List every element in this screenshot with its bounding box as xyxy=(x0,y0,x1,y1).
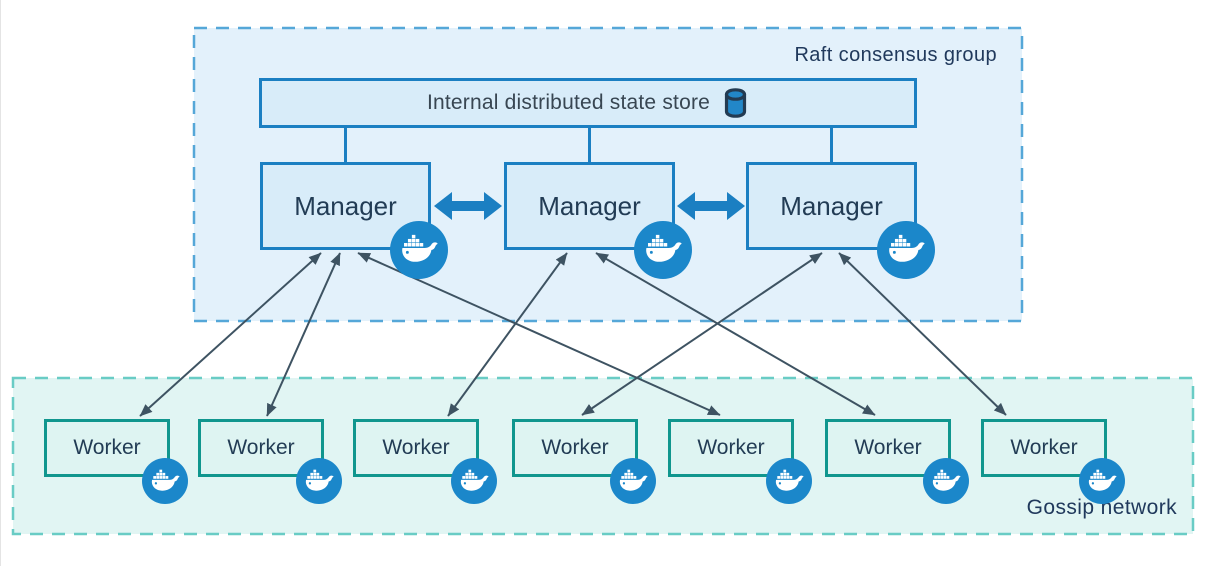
worker-7-label: Worker xyxy=(1010,436,1078,459)
worker-4-label: Worker xyxy=(541,436,609,459)
worker-5-label: Worker xyxy=(697,436,765,459)
docker-whale-glyph xyxy=(304,469,334,494)
docker-whale-icon xyxy=(451,458,497,504)
docker-whale-icon xyxy=(877,221,935,279)
manager-1-label: Manager xyxy=(294,190,397,221)
worker-6-label: Worker xyxy=(854,436,922,459)
docker-whale-icon xyxy=(142,458,188,504)
worker-1-label: Worker xyxy=(73,436,141,459)
docker-whale-icon xyxy=(634,221,692,279)
database-cylinder-icon xyxy=(722,87,749,119)
docker-whale-glyph xyxy=(644,234,682,266)
docker-whale-glyph xyxy=(774,469,804,494)
manager-2-label: Manager xyxy=(538,190,641,221)
worker-2-label: Worker xyxy=(227,436,295,459)
docker-whale-icon xyxy=(390,221,448,279)
docker-whale-glyph xyxy=(400,234,438,266)
state-store-label: Internal distributed state store xyxy=(426,91,711,114)
docker-whale-glyph xyxy=(931,469,961,494)
state-store-box: Internal distributed state store xyxy=(259,78,917,128)
docker-whale-icon xyxy=(610,458,656,504)
docker-whale-glyph xyxy=(459,469,489,494)
docker-whale-glyph xyxy=(1087,469,1117,494)
docker-whale-icon xyxy=(923,458,969,504)
docker-whale-icon xyxy=(296,458,342,504)
raft-group-label: Raft consensus group xyxy=(794,44,997,66)
docker-whale-glyph xyxy=(618,469,648,494)
docker-whale-icon xyxy=(1079,458,1125,504)
docker-whale-icon xyxy=(766,458,812,504)
docker-whale-glyph xyxy=(150,469,180,494)
manager-3-label: Manager xyxy=(780,190,883,221)
docker-whale-glyph xyxy=(887,234,925,266)
worker-3-label: Worker xyxy=(382,436,450,459)
